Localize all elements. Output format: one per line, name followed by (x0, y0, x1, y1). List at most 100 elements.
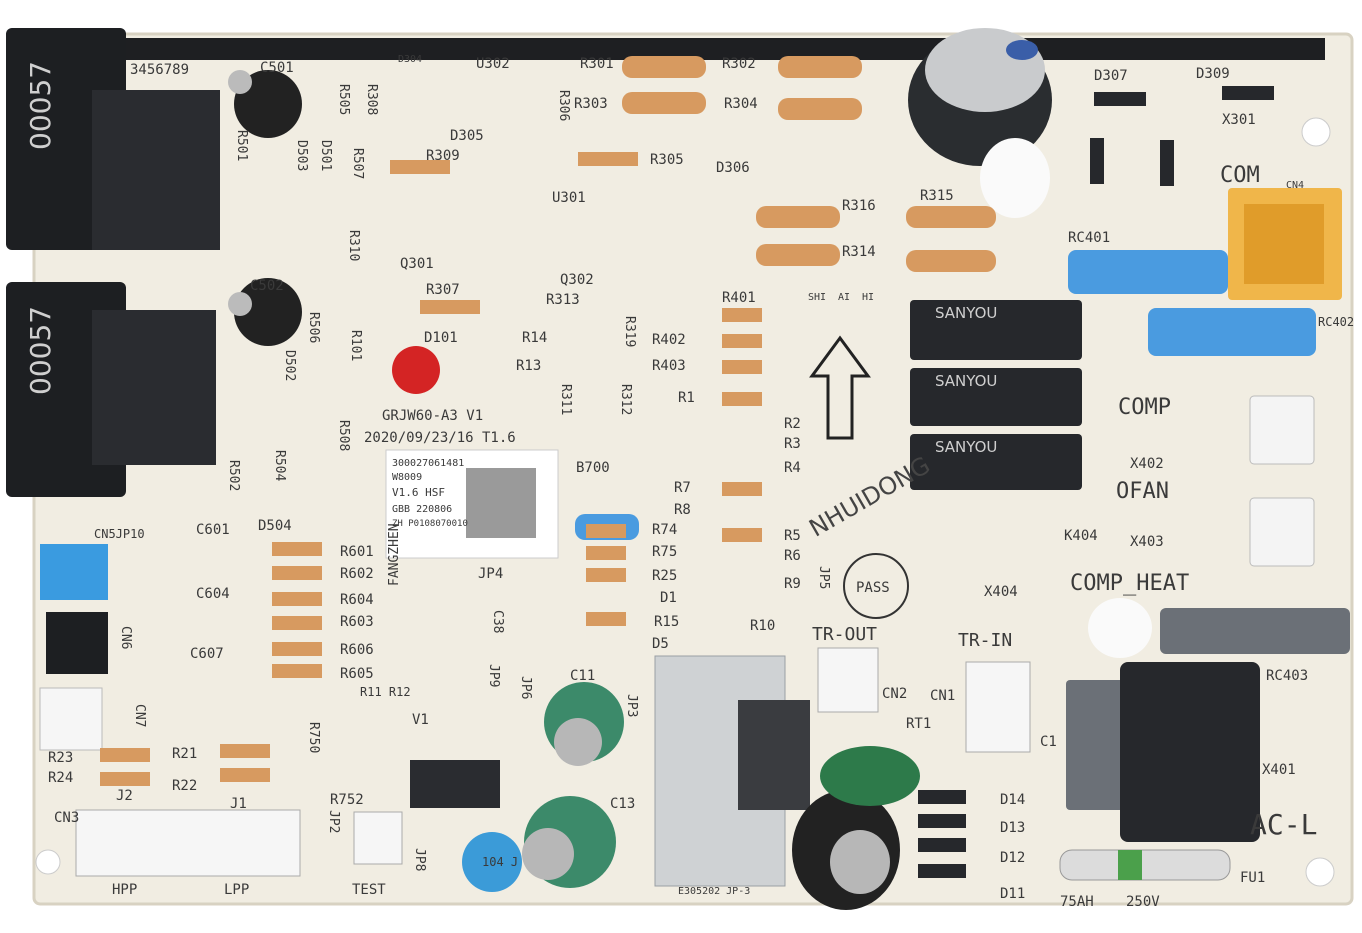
svg-text:X301: X301 (1222, 112, 1256, 128)
transformer-mark: 00057 (24, 61, 57, 150)
pass-stamp (843, 553, 909, 619)
svg-text:R501: R501 (234, 130, 249, 161)
svg-text:R603: R603 (340, 614, 374, 630)
svg-text:R14: R14 (522, 330, 547, 346)
svg-text:R24: R24 (48, 770, 73, 786)
svg-text:R319: R319 (622, 316, 637, 347)
svg-text:D306: D306 (716, 160, 750, 176)
svg-text:C604: C604 (196, 586, 230, 602)
svg-text:TR-IN: TR-IN (958, 630, 1012, 651)
svg-text:C38: C38 (490, 610, 505, 633)
svg-text:FU1: FU1 (1240, 870, 1265, 886)
emi-choke (1066, 662, 1260, 842)
svg-text:HI: HI (862, 292, 874, 303)
svg-text:CN7: CN7 (132, 704, 147, 727)
svg-text:V1.6 HSF: V1.6 HSF (392, 486, 445, 499)
glue-blob (980, 138, 1050, 218)
svg-text:C501: C501 (260, 60, 294, 76)
varistor (820, 746, 920, 806)
cap-c13 (522, 796, 616, 888)
svg-text:D501: D501 (318, 140, 333, 171)
cap-marking: 104 J (482, 855, 518, 869)
svg-text:250V: 250V (1126, 894, 1160, 910)
svg-text:D13: D13 (1000, 820, 1025, 836)
svg-text:R750: R750 (306, 722, 321, 753)
svg-text:R74: R74 (652, 522, 677, 538)
svg-text:U302: U302 (476, 56, 510, 72)
svg-text:R601: R601 (340, 544, 374, 560)
mount-hole (1301, 117, 1331, 147)
relay-1: SANYOU (910, 300, 1082, 360)
svg-text:R10: R10 (750, 618, 775, 634)
svg-text:R316: R316 (842, 198, 876, 214)
svg-text:C11: C11 (570, 668, 595, 684)
connector-cn4 (1228, 188, 1342, 300)
svg-text:R606: R606 (340, 642, 374, 658)
svg-text:R8: R8 (674, 502, 691, 518)
svg-text:D14: D14 (1000, 792, 1025, 808)
svg-text:R9: R9 (784, 576, 801, 592)
svg-text:R303: R303 (574, 96, 608, 112)
diode-array (918, 86, 1274, 878)
svg-text:CN3: CN3 (54, 810, 79, 826)
svg-text:R301: R301 (580, 56, 614, 72)
svg-text:AI: AI (838, 292, 850, 303)
svg-text:K404: K404 (1064, 528, 1098, 544)
glue-blob (1088, 598, 1152, 658)
svg-text:D309: D309 (1196, 66, 1230, 82)
svg-text:R309: R309 (426, 148, 460, 164)
svg-text:Q302: Q302 (560, 272, 594, 288)
svg-text:HPP: HPP (112, 882, 137, 898)
svg-text:X404: X404 (984, 584, 1018, 600)
svg-text:COMP: COMP (1118, 395, 1171, 420)
connector-test (353, 811, 403, 865)
svg-text:R401: R401 (722, 290, 756, 306)
svg-text:R306: R306 (556, 90, 571, 121)
svg-text:D307: D307 (1094, 68, 1128, 84)
svg-text:R752: R752 (330, 792, 364, 808)
svg-text:COMP_HEAT: COMP_HEAT (1070, 571, 1189, 596)
svg-text:R313: R313 (546, 292, 580, 308)
svg-text:D1: D1 (660, 590, 677, 606)
mount-hole (35, 849, 61, 875)
terminal-x403 (1249, 497, 1315, 567)
svg-text:SANYOU: SANYOU (935, 372, 997, 390)
svg-text:3456789: 3456789 (130, 62, 189, 78)
svg-text:R402: R402 (652, 332, 686, 348)
cap-ceramic-blue (462, 832, 522, 892)
svg-text:R605: R605 (340, 666, 374, 682)
svg-text:X403: X403 (1130, 534, 1164, 550)
silkscreen-labels: 3456789 C501 C502 C601 C604 C607 U302 R3… (48, 54, 1354, 910)
svg-text:D504: D504 (258, 518, 292, 534)
svg-text:SANYOU: SANYOU (935, 438, 997, 456)
svg-text:D5: D5 (652, 636, 669, 652)
svg-text:TR-OUT: TR-OUT (812, 624, 877, 645)
svg-text:R403: R403 (652, 358, 686, 374)
svg-text:D305: D305 (450, 128, 484, 144)
left-transformer-top: 00057 (6, 28, 220, 250)
svg-text:R502: R502 (226, 460, 241, 491)
svg-text:LPP: LPP (224, 882, 249, 898)
svg-text:R304: R304 (724, 96, 758, 112)
svg-text:D503: D503 (294, 140, 309, 171)
svg-text:B700: B700 (576, 460, 610, 476)
connector-cn2 (817, 647, 879, 713)
connector-cn6 (46, 612, 108, 674)
cap-rc402 (1148, 308, 1316, 356)
svg-text:RC401: RC401 (1068, 230, 1110, 246)
svg-text:R21: R21 (172, 746, 197, 762)
svg-text:JP5: JP5 (816, 566, 831, 589)
svg-text:V1: V1 (412, 712, 429, 728)
svg-text:300027061481: 300027061481 (392, 458, 464, 469)
svg-text:R308: R308 (364, 84, 379, 115)
svg-text:JP8: JP8 (412, 848, 427, 871)
svg-text:C1: C1 (1040, 734, 1057, 750)
direction-arrow (809, 335, 871, 440)
svg-text:C502: C502 (250, 278, 284, 294)
svg-text:COM: COM (1220, 163, 1260, 188)
svg-text:ZH P0108070010: ZH P0108070010 (392, 519, 468, 529)
svg-text:R602: R602 (340, 566, 374, 582)
svg-text:R311: R311 (558, 384, 573, 415)
cap-rc403 (1160, 608, 1350, 654)
silkscreen-vertical-labels: R501 R505 R308 R306 D503 D501 R507 R310 … (118, 84, 831, 871)
